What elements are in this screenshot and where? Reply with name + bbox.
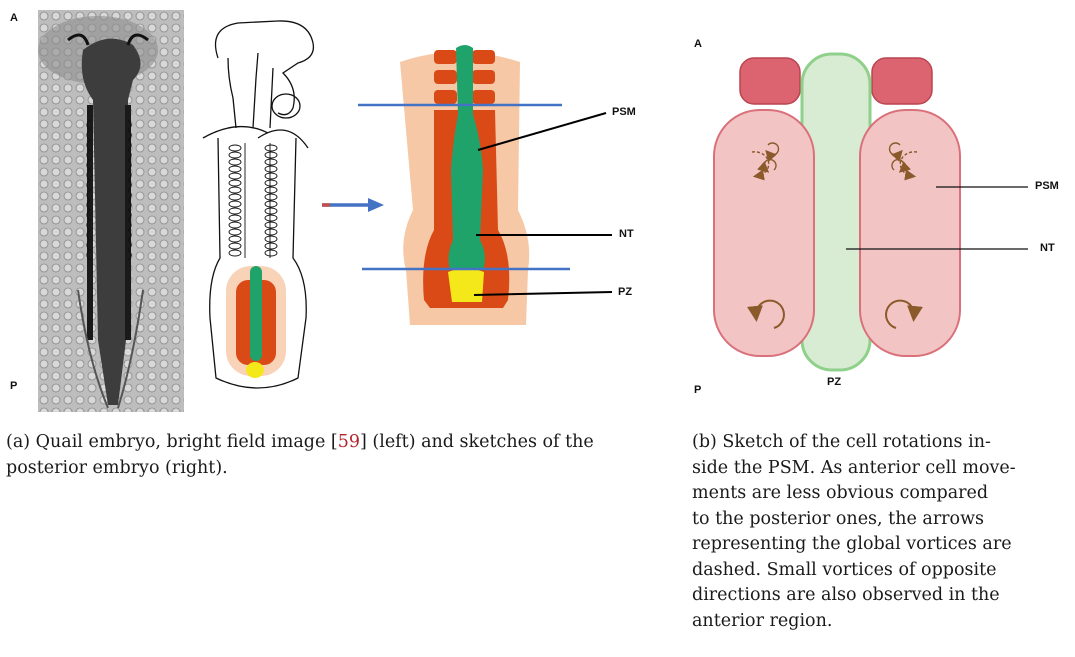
caption-b-line: anterior region. [692,609,1072,635]
embryo-photo [38,10,184,412]
caption-a: (a) Quail embryo, bright field image [59… [6,430,666,481]
caption-b-line: ments are less obvious compared [692,481,1072,507]
citation-link[interactable]: 59 [338,432,360,452]
label-psm-a: PSM [612,106,636,118]
corner-label-anterior-a: A [10,12,18,24]
label-nt-a: NT [619,228,634,240]
embryo-line-sketch [198,18,328,398]
label-pz-a: PZ [618,286,632,298]
psm-rotation-sketch [712,50,967,380]
caption-b-line: dashed. Small vortices of opposite [692,558,1072,584]
caption-b-line: directions are also observed in the [692,583,1072,609]
caption-b-line: (b) Sketch of the cell rotations in- [692,430,1072,456]
caption-b: (b) Sketch of the cell rotations in- sid… [692,430,1072,634]
label-psm-b: PSM [1035,180,1059,192]
corner-label-posterior-a: P [10,380,17,392]
posterior-embryo-sketch [358,40,628,340]
caption-b-line: side the PSM. As anterior cell move- [692,456,1072,482]
label-pz-b: PZ [827,376,841,388]
caption-b-line: to the posterior ones, the arrows [692,507,1072,533]
corner-label-anterior-b: A [694,38,702,50]
label-nt-b: NT [1040,242,1055,254]
caption-b-line: representing the global vortices are [692,532,1072,558]
caption-a-text-start: (a) Quail embryo, bright field image [ [6,432,338,452]
corner-label-posterior-b: P [694,384,701,396]
